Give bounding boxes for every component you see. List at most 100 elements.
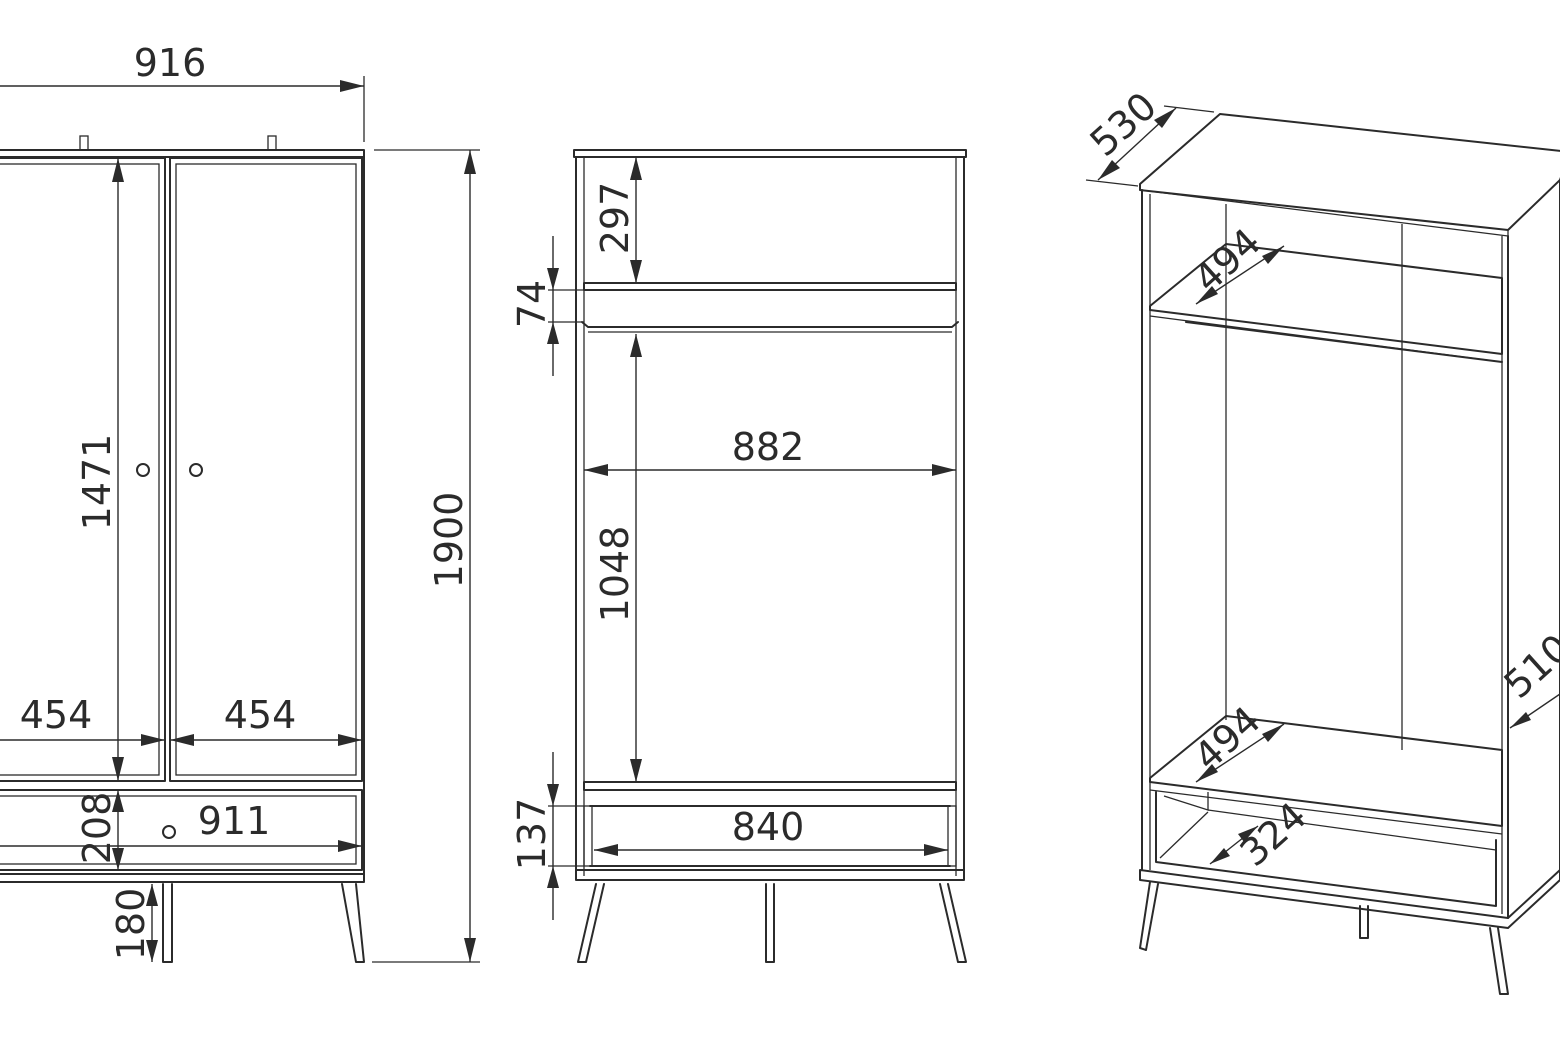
- front-view: [0, 135, 365, 963]
- iso-hanging-rail: [1185, 321, 1503, 363]
- arrowhead: [338, 734, 362, 746]
- section-dimensions: 297 74 882 1048 137 840: [510, 157, 956, 920]
- arrowhead: [112, 848, 124, 870]
- arrowhead: [112, 757, 124, 781]
- arrowhead: [1510, 712, 1531, 728]
- section-shelf: [583, 282, 957, 291]
- dim-label-shelf-depth-bottom: 494: [1186, 698, 1269, 779]
- arrowhead: [146, 940, 158, 962]
- arrowhead: [1238, 826, 1258, 842]
- arrowhead: [170, 734, 194, 746]
- arrowhead: [547, 268, 559, 290]
- arrowhead: [464, 150, 476, 174]
- iso-drawer-back: [1207, 809, 1497, 851]
- iso-top-board: [1139, 113, 1560, 231]
- dim-label-total-height: 1900: [427, 492, 471, 589]
- dim-label-depth: 530: [1082, 84, 1165, 165]
- section-view: [573, 149, 967, 963]
- front-left-door-frame: [0, 163, 160, 776]
- arrowhead: [630, 260, 642, 283]
- front-drawer: [0, 789, 363, 871]
- section-top-board: [573, 149, 967, 158]
- drawer-knob: [162, 825, 176, 839]
- dim-label-leg-height: 180: [109, 888, 153, 961]
- arrowhead: [338, 840, 362, 852]
- iso-drawer-front: [1155, 791, 1497, 907]
- dim-label-shelf-depth-top: 494: [1186, 220, 1269, 301]
- arrowhead: [1262, 724, 1284, 742]
- front-top-fitting-right: [267, 135, 277, 151]
- section-bottom-shelf: [583, 781, 957, 791]
- arrowhead: [924, 844, 948, 856]
- dim-label-door-width-left: 454: [20, 693, 93, 737]
- arrowhead: [340, 80, 364, 92]
- hanging-rail: [581, 321, 959, 328]
- arrowhead: [1262, 246, 1284, 264]
- isometric-dimensions: 530 494 494 510 324: [1082, 84, 1560, 875]
- arrowhead: [932, 464, 956, 476]
- iso-bottom-shelf-edge: [1149, 789, 1503, 835]
- section-leg-middle: [765, 883, 775, 963]
- arrowhead: [547, 866, 559, 888]
- dim-label-shelf-thickness: 74: [510, 280, 554, 328]
- iso-leg-front-left: [1139, 881, 1159, 951]
- extension-line: [1163, 105, 1215, 113]
- iso-drawer-base-left: [1159, 811, 1209, 859]
- drawer-runner-right: [947, 805, 957, 867]
- drawer-runner-left: [583, 805, 593, 867]
- arrowhead: [464, 938, 476, 962]
- front-right-door: [169, 157, 363, 782]
- arrowhead: [112, 158, 124, 182]
- extension-line: [1085, 179, 1139, 187]
- dim-label-drawer-height-section: 137: [510, 798, 554, 871]
- isometric-view: [1139, 113, 1560, 995]
- front-right-door-frame: [175, 163, 357, 776]
- iso-plinth: [1139, 869, 1560, 929]
- dim-label-top-compartment: 297: [593, 182, 637, 255]
- dim-label-drawer-inner-width: 840: [732, 805, 805, 849]
- section-plinth: [575, 869, 965, 881]
- front-top-board: [0, 149, 365, 158]
- arrowhead: [594, 844, 618, 856]
- dim-label-side-depth: 510: [1496, 626, 1560, 707]
- front-leg-left: [162, 883, 173, 963]
- dim-label-hanging-height: 1048: [593, 526, 637, 623]
- arrowhead: [630, 334, 642, 357]
- arrowhead: [146, 884, 158, 906]
- front-plinth: [0, 873, 365, 883]
- iso-top-shelf: [1149, 243, 1503, 355]
- iso-leg-front-right: [1489, 927, 1509, 995]
- left-door-knob: [136, 463, 150, 477]
- arrowhead: [1098, 160, 1120, 180]
- front-dimensions: 916 1900 1471 454 454 911 208: [0, 41, 480, 963]
- dim-label-drawer-width: 911: [198, 799, 271, 843]
- front-leg-right: [341, 883, 365, 963]
- arrowhead: [584, 464, 608, 476]
- arrowhead: [141, 734, 165, 746]
- front-drawer-frame: [0, 795, 357, 865]
- right-door-knob: [189, 463, 203, 477]
- arrowhead: [1196, 286, 1218, 304]
- arrowhead: [1154, 108, 1176, 128]
- dim-label-interior-width: 882: [732, 425, 805, 469]
- section-leg-left: [577, 883, 605, 963]
- front-top-fitting-left: [79, 135, 89, 151]
- front-left-door: [0, 157, 166, 782]
- iso-leg-back: [1359, 905, 1369, 939]
- dim-label-drawer-height: 208: [75, 792, 119, 865]
- arrowhead: [547, 784, 559, 806]
- dim-label-door-height: 1471: [75, 434, 119, 531]
- dim-label-total-width: 916: [134, 41, 207, 85]
- iso-bottom-shelf: [1149, 715, 1503, 827]
- section-leg-right: [939, 883, 967, 963]
- arrowhead: [112, 790, 124, 812]
- arrowhead: [1210, 848, 1230, 864]
- dim-label-drawer-depth: 324: [1232, 794, 1315, 875]
- dim-label-door-width-right: 454: [224, 693, 297, 737]
- arrowhead: [630, 157, 642, 180]
- arrowhead: [547, 322, 559, 344]
- iso-top-edge: [1139, 189, 1509, 237]
- arrowhead: [630, 759, 642, 782]
- arrowhead: [1196, 764, 1218, 782]
